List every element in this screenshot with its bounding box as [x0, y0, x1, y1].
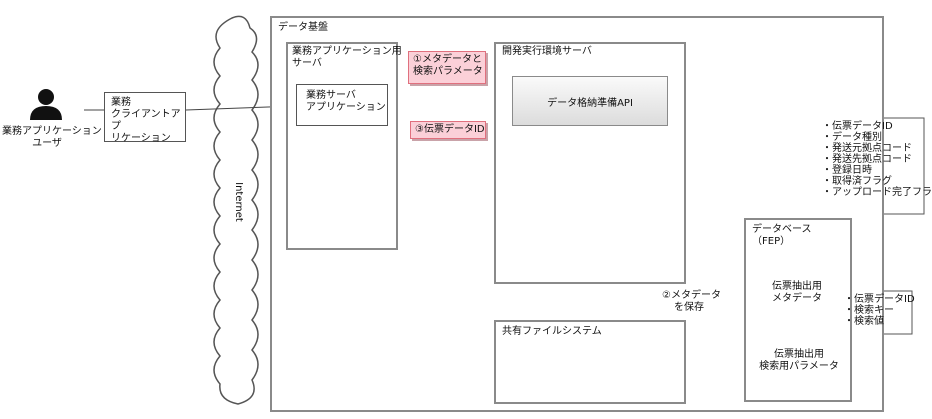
save-note-line2: を保存 — [674, 302, 704, 313]
business-server-app-line1: 業務サーバ — [306, 90, 356, 101]
shared-file-system-box — [494, 320, 686, 404]
search-param-cylinder-line1: 伝票抽出用 — [774, 349, 824, 360]
app-server-box — [286, 42, 398, 250]
meta-field: ・取得済フラグ — [822, 176, 892, 187]
client-line2: クライアントアプ — [111, 109, 181, 132]
database-label: データベース （FEP） — [752, 224, 812, 248]
meta-field: ・伝票データID — [822, 121, 893, 132]
meta-field: ・登録日時 — [822, 165, 872, 176]
client-line1: 業務 — [111, 97, 131, 108]
param-field: ・検索キー — [844, 305, 894, 316]
search-param-cylinder-label: 伝票抽出用 検索用パラメータ — [756, 349, 842, 373]
client-line3: リケーション — [111, 133, 171, 144]
meta-field: ・発送先拠点コード — [822, 154, 912, 165]
save-note-line1: ②メタデータ — [662, 290, 721, 301]
internet-cloud-icon — [213, 15, 259, 405]
business-server-app-line2: アプリケーション — [306, 102, 386, 113]
business-server-app-box — [296, 84, 388, 126]
user-label-line1: 業務アプリケーション — [2, 126, 102, 137]
app-server-label-line1: 業務アプリケーション用 — [292, 46, 402, 57]
database-label-line2: （FEP） — [752, 236, 791, 247]
metadata-cylinder-label: 伝票抽出用 メタデータ — [760, 281, 834, 305]
dev-server-label: 開発実行環境サーバ — [502, 46, 592, 57]
meta-field: ・データ種別 — [822, 132, 882, 143]
user-label-line2: ユーザ — [32, 138, 62, 149]
param-field: ・検索値 — [844, 316, 884, 327]
app-server-label-line2: サーバ — [292, 58, 322, 69]
request-note-line2: 検索パラメータ — [413, 66, 483, 77]
business-server-app-label: 業務サーバ アプリケーション — [306, 90, 386, 114]
search-param-cylinder-line2: 検索用パラメータ — [759, 361, 839, 372]
response-note: ③伝票データID — [410, 121, 486, 139]
save-note: ②メタデータ を保存 — [662, 290, 721, 314]
meta-field: ・アップロード完了フラグ — [822, 187, 932, 198]
metadata-fields-callout: ・伝票データID ・データ種別 ・発送元拠点コード ・発送先拠点コード ・登録日… — [822, 121, 932, 198]
internet-label: Internet — [233, 182, 244, 222]
data-storage-api-box: データ格納準備API — [512, 76, 668, 126]
database-box — [744, 218, 852, 402]
database-label-line1: データベース — [752, 224, 812, 235]
param-field: ・伝票データID — [844, 294, 915, 305]
param-fields-callout: ・伝票データID ・検索キー ・検索値 — [844, 294, 915, 327]
metadata-cylinder-line1: 伝票抽出用 — [772, 281, 822, 292]
app-server-label: 業務アプリケーション用 サーバ — [292, 46, 402, 70]
data-platform-label: データ基盤 — [278, 22, 328, 33]
user-label: 業務アプリケーション ユーザ — [2, 126, 102, 150]
metadata-cylinder-line2: メタデータ — [772, 293, 822, 304]
meta-field: ・発送元拠点コード — [822, 143, 912, 154]
client-app-box: 業務 クライアントアプ リケーション — [104, 92, 186, 144]
request-note: ①メタデータと 検索パラメータ — [408, 51, 486, 84]
request-note-line1: ①メタデータと — [413, 54, 482, 65]
user-icon — [30, 89, 62, 120]
shared-file-system-label: 共有ファイルシステム — [502, 326, 602, 337]
